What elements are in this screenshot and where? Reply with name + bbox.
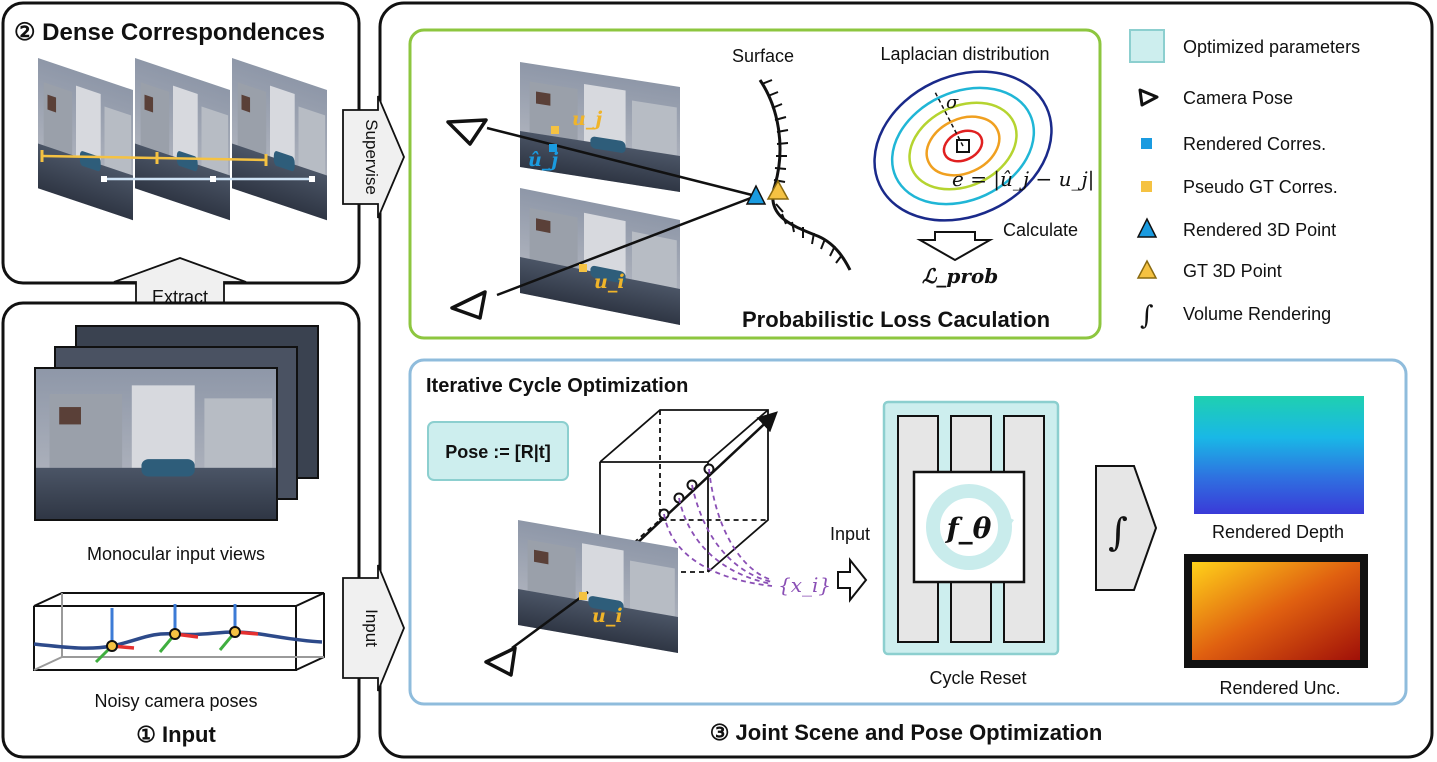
- surface-label: Surface: [732, 46, 794, 66]
- cycle-reset-label: Cycle Reset: [929, 668, 1026, 688]
- camera-pose-icon-j: [446, 118, 488, 146]
- legend-volume-rendering-icon: ∫: [1140, 301, 1154, 331]
- monocular-views-caption: Monocular input views: [87, 544, 265, 564]
- joint-optimization-title: ③ Joint Scene and Pose Optimization: [710, 720, 1103, 745]
- cycle-network: [882, 400, 1060, 656]
- iterative-cycle-title: Iterative Cycle Optimization: [426, 375, 688, 397]
- pose-parameter-label: Pose := [R|t]: [445, 442, 551, 462]
- volume-rendering-integral: ∫: [1108, 510, 1128, 554]
- legend-rendered-3d-point: Rendered 3D Point: [1183, 220, 1336, 240]
- sample-rays: [663, 468, 773, 587]
- legend-optimized-parameters: Optimized parameters: [1183, 37, 1360, 57]
- volume-rendering-block: [1095, 465, 1158, 591]
- iter-camera-pose-icon: [484, 646, 517, 677]
- camera-pose-icon-i: [450, 290, 487, 320]
- legend-camera-pose: Camera Pose: [1183, 88, 1293, 108]
- loss-prob-label: ℒ_prob: [922, 264, 998, 288]
- legend-pseudo-gt-corres: Pseudo GT Corres.: [1183, 177, 1338, 197]
- input-arrow: Input: [342, 564, 405, 692]
- laplacian-distribution-contours: [873, 70, 1053, 222]
- rendered-unc-image: [1192, 562, 1360, 660]
- calculate-arrow: [916, 231, 994, 262]
- monocular-input-views: [34, 325, 319, 521]
- pseudo-gt-correspondence-i: [579, 264, 587, 272]
- iter-correspondence: [579, 592, 587, 600]
- gt-3d-point: [766, 179, 790, 200]
- legend-rendered-3d-point-icon: [1136, 217, 1158, 238]
- legend-camera-pose-icon: [1138, 88, 1159, 107]
- ray-camera-i: [496, 194, 757, 297]
- u-i-label: u_i: [594, 271, 625, 293]
- input-panel-title: ① Input: [136, 722, 216, 747]
- supervise-arrow: Supervise: [342, 95, 405, 219]
- legend: Optimized parameters Camera Pose Rendere…: [1129, 29, 1360, 331]
- u-j-label: u_j: [572, 108, 602, 130]
- error-formula: e = |û_j − u_j|: [952, 167, 1094, 192]
- legend-rendered-corres: Rendered Corres.: [1183, 134, 1326, 154]
- noisy-camera-poses-box: [33, 592, 325, 671]
- dense-correspondences-title: ② Dense Correspondences: [14, 19, 325, 46]
- laplacian-label: Laplacian distribution: [880, 44, 1049, 64]
- sigma-line: [934, 91, 964, 147]
- legend-optimized-parameters-icon: [1129, 29, 1165, 63]
- correspondence-frames: [38, 58, 327, 221]
- rendered-depth-image: [1194, 396, 1364, 514]
- distribution-center: [956, 139, 970, 153]
- network-input-arrow: [837, 557, 868, 603]
- sample-set-label: {x_i}: [778, 573, 831, 597]
- legend-pseudo-gt-corres-icon: [1141, 181, 1152, 192]
- pose-parameter-box: [427, 421, 569, 481]
- sigma-label: σ: [946, 92, 959, 113]
- network-input-label: Input: [830, 524, 870, 544]
- noisy-poses-caption: Noisy camera poses: [94, 691, 257, 711]
- iter-u-i-label: u_i: [592, 605, 623, 627]
- rendered-depth-label: Rendered Depth: [1212, 522, 1344, 542]
- legend-gt-3d-point: GT 3D Point: [1183, 261, 1282, 281]
- network-f-theta: f_θ: [945, 512, 992, 545]
- rendered-3d-point: [745, 184, 767, 205]
- legend-volume-rendering: Volume Rendering: [1183, 304, 1331, 324]
- correspondence-lines: [40, 150, 315, 182]
- ray-camera-j: [486, 126, 757, 198]
- rendered-correspondence-j: [549, 144, 557, 152]
- input-arrow-label: Input: [362, 609, 381, 647]
- rendered-unc-label: Rendered Unc.: [1219, 678, 1340, 698]
- legend-rendered-corres-icon: [1141, 138, 1152, 149]
- legend-gt-3d-point-icon: [1136, 259, 1158, 279]
- u-hat-j-label: û_j: [528, 149, 558, 171]
- iter-camera-ray: [511, 590, 589, 650]
- surface-curve: [758, 79, 852, 271]
- pseudo-gt-correspondence-j: [551, 126, 559, 134]
- probabilistic-loss-title: Probabilistic Loss Caculation: [742, 307, 1050, 332]
- calculate-label: Calculate: [1003, 220, 1078, 240]
- supervise-label: Supervise: [362, 119, 381, 195]
